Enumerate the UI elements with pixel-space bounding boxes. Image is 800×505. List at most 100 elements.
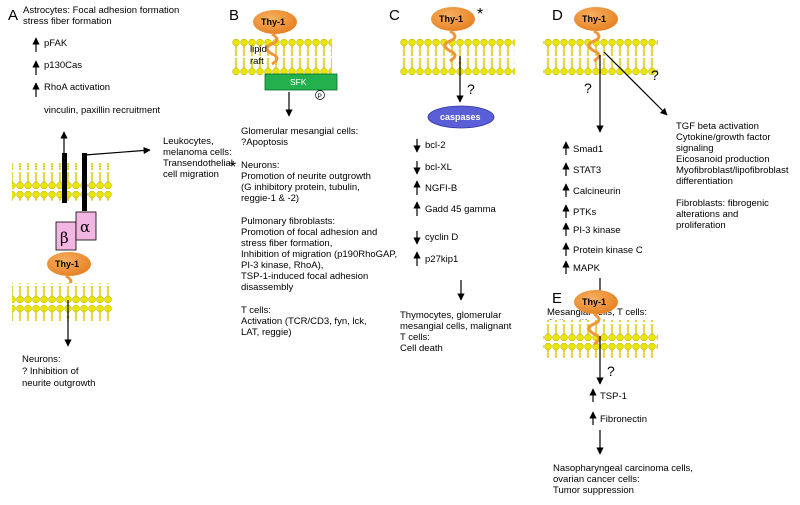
panel-b-line: Promotion of focal adhesion and <box>241 227 377 238</box>
panel-b-line: ?Apoptosis <box>241 137 288 148</box>
question-mark: ? <box>467 81 475 97</box>
integrin-alpha-leg <box>82 153 87 211</box>
effect-smad1: Smad1 <box>573 144 603 155</box>
star-marker: * <box>477 6 483 23</box>
arrow-to-leukocytes <box>84 146 151 156</box>
beta-label: β <box>60 229 69 247</box>
thy1-label: Thy-1 <box>582 297 606 307</box>
lipid-bilayer <box>232 37 332 75</box>
panel-d-right-text: TGF beta activation Cytokine/growth fact… <box>676 121 789 231</box>
lipid-bilayer <box>12 283 112 321</box>
effect-ptks: PTKs <box>573 207 596 218</box>
effect-calcineurin: Calcineurin <box>573 186 621 197</box>
panel-letter-c: C <box>389 7 400 24</box>
effect-p27kip1: p27kip1 <box>425 254 458 265</box>
panel-b-line: disassembly <box>241 282 294 293</box>
panel-c-outcome: Cell death <box>400 343 443 354</box>
star-marker: * <box>230 159 236 176</box>
phospho-circle <box>315 90 325 100</box>
arrow-to-tgf <box>603 51 668 116</box>
effect-cyclind: cyclin D <box>425 232 458 243</box>
sfk-label: SFK <box>290 77 307 87</box>
neurons-text-1: Neurons: <box>22 354 61 365</box>
panel-a: A Astrocytes: Focal adhesion formation s… <box>8 5 233 389</box>
integrin-beta-leg <box>62 153 67 203</box>
panel-b-line: Inhibition of migration (p190RhoGAP, <box>241 249 397 260</box>
thy1-label: Thy-1 <box>582 14 606 24</box>
thy1-label: Thy-1 <box>261 17 285 27</box>
thy1-protein <box>574 7 618 31</box>
panel-b-line: PI-3 kinase, RhoA), <box>241 260 323 271</box>
panel-b-line: T cells: <box>241 305 271 316</box>
panel-c-outcome: T cells: <box>400 332 430 343</box>
panel-e-outcome: ovarian cancer cells: <box>553 474 640 485</box>
effect-tsp1: TSP-1 <box>600 391 627 402</box>
sfk-box <box>264 73 338 91</box>
panel-letter-e: E <box>552 290 562 307</box>
effect-mapk: MAPK <box>573 263 601 274</box>
panel-b-line: Glomerular mesangial cells: <box>241 126 358 137</box>
panel-b: B Thy-1 lipid raft SFK P * Glomerular me… <box>229 7 397 338</box>
effect-stat3: STAT3 <box>573 165 601 176</box>
panel-b-text: Glomerular mesangial cells: ?Apoptosis N… <box>241 126 397 338</box>
panel-b-line: TSP-1-induced focal adhesion <box>241 271 368 282</box>
neurons-text-3: neurite outgrowth <box>22 378 95 389</box>
alpha-label: α <box>80 218 90 236</box>
gpi-anchor <box>265 32 279 66</box>
panel-b-line: Neurons: <box>241 160 280 171</box>
panel-d: D Thy-1 ? ? Smad1 STAT3 Calcineurin PTKs… <box>543 7 789 329</box>
panel-d-right-line: proliferation <box>676 220 726 231</box>
question-mark: ? <box>607 363 615 379</box>
panel-e: E Thy-1 ? TSP-1 Fibronectin Nasopharynge… <box>543 290 693 496</box>
panel-b-line: stress fiber formation, <box>241 238 332 249</box>
effect-bcl2: bcl-2 <box>425 140 446 151</box>
thy1-label: Thy-1 <box>55 259 79 269</box>
thy1-label: Thy-1 <box>439 14 463 24</box>
leukocytes-text-2: melanoma cells: <box>163 147 232 158</box>
gpi-anchor <box>587 312 601 346</box>
leukocytes-text-1: Leukocytes, <box>163 136 214 147</box>
question-mark: ? <box>584 80 592 96</box>
panel-e-outcome: Nasopharyngeal carcinoma cells, <box>553 463 693 474</box>
gpi-anchor <box>587 29 601 63</box>
effect-p130cas: p130Cas <box>44 60 82 71</box>
panel-c-outcome: mesangial cells, malignant <box>400 321 512 332</box>
panel-d-right-line: TGF beta activation <box>676 121 759 132</box>
panel-b-line: Pulmonary fibroblasts: <box>241 216 335 227</box>
thy1-protein <box>253 10 297 34</box>
integrin-alpha-box <box>75 211 97 241</box>
panel-letter-a: A <box>8 7 18 24</box>
panel-d-right-line: Eicosanoid production <box>676 154 769 165</box>
question-mark: ? <box>651 67 659 83</box>
panel-d-right-line: Myofibroblast/lipofibroblast <box>676 165 789 176</box>
raft-label: raft <box>250 56 264 67</box>
panel-e-outcome: Tumor suppression <box>553 485 634 496</box>
thy1-protein <box>431 7 475 31</box>
effect-rhoa: RhoA activation <box>44 82 110 93</box>
panel-d-right-line: differentiation <box>676 176 733 187</box>
effect-gadd45: Gadd 45 gamma <box>425 204 496 215</box>
caspases-label: caspases <box>440 112 481 122</box>
panel-b-line: LAT, reggie) <box>241 327 292 338</box>
panel-a-top-text-2: stress fiber formation <box>23 16 112 27</box>
effect-pi3k: PI-3 kinase <box>573 225 621 236</box>
caspases-oval <box>427 105 495 129</box>
effect-pkc: Protein kinase C <box>573 245 643 256</box>
panel-d-right-line: Fibroblasts: fibrogenic <box>676 198 769 209</box>
leukocytes-text-3: Transendothelial <box>163 158 233 169</box>
panel-d-right-line: alterations and <box>676 209 738 220</box>
effect-bclxl: bcl-XL <box>425 162 452 173</box>
effect-ngfib: NGFI-B <box>425 183 457 194</box>
thy1-protein <box>47 252 91 276</box>
panel-b-line: reggie-1 & -2) <box>241 193 299 204</box>
phospho-label: P <box>318 93 322 100</box>
panel-letter-d: D <box>552 7 563 24</box>
gpi-anchor <box>443 29 457 63</box>
lipid-label: lipid <box>250 44 267 55</box>
panel-c-outcome: Thymocytes, glomerular <box>400 310 501 321</box>
effect-pfak: pFAK <box>44 38 68 49</box>
panel-a-top-text-1: Astrocytes: Focal adhesion formation <box>23 5 179 16</box>
lipid-bilayer <box>400 37 515 75</box>
effect-fibronectin: Fibronectin <box>600 414 647 425</box>
